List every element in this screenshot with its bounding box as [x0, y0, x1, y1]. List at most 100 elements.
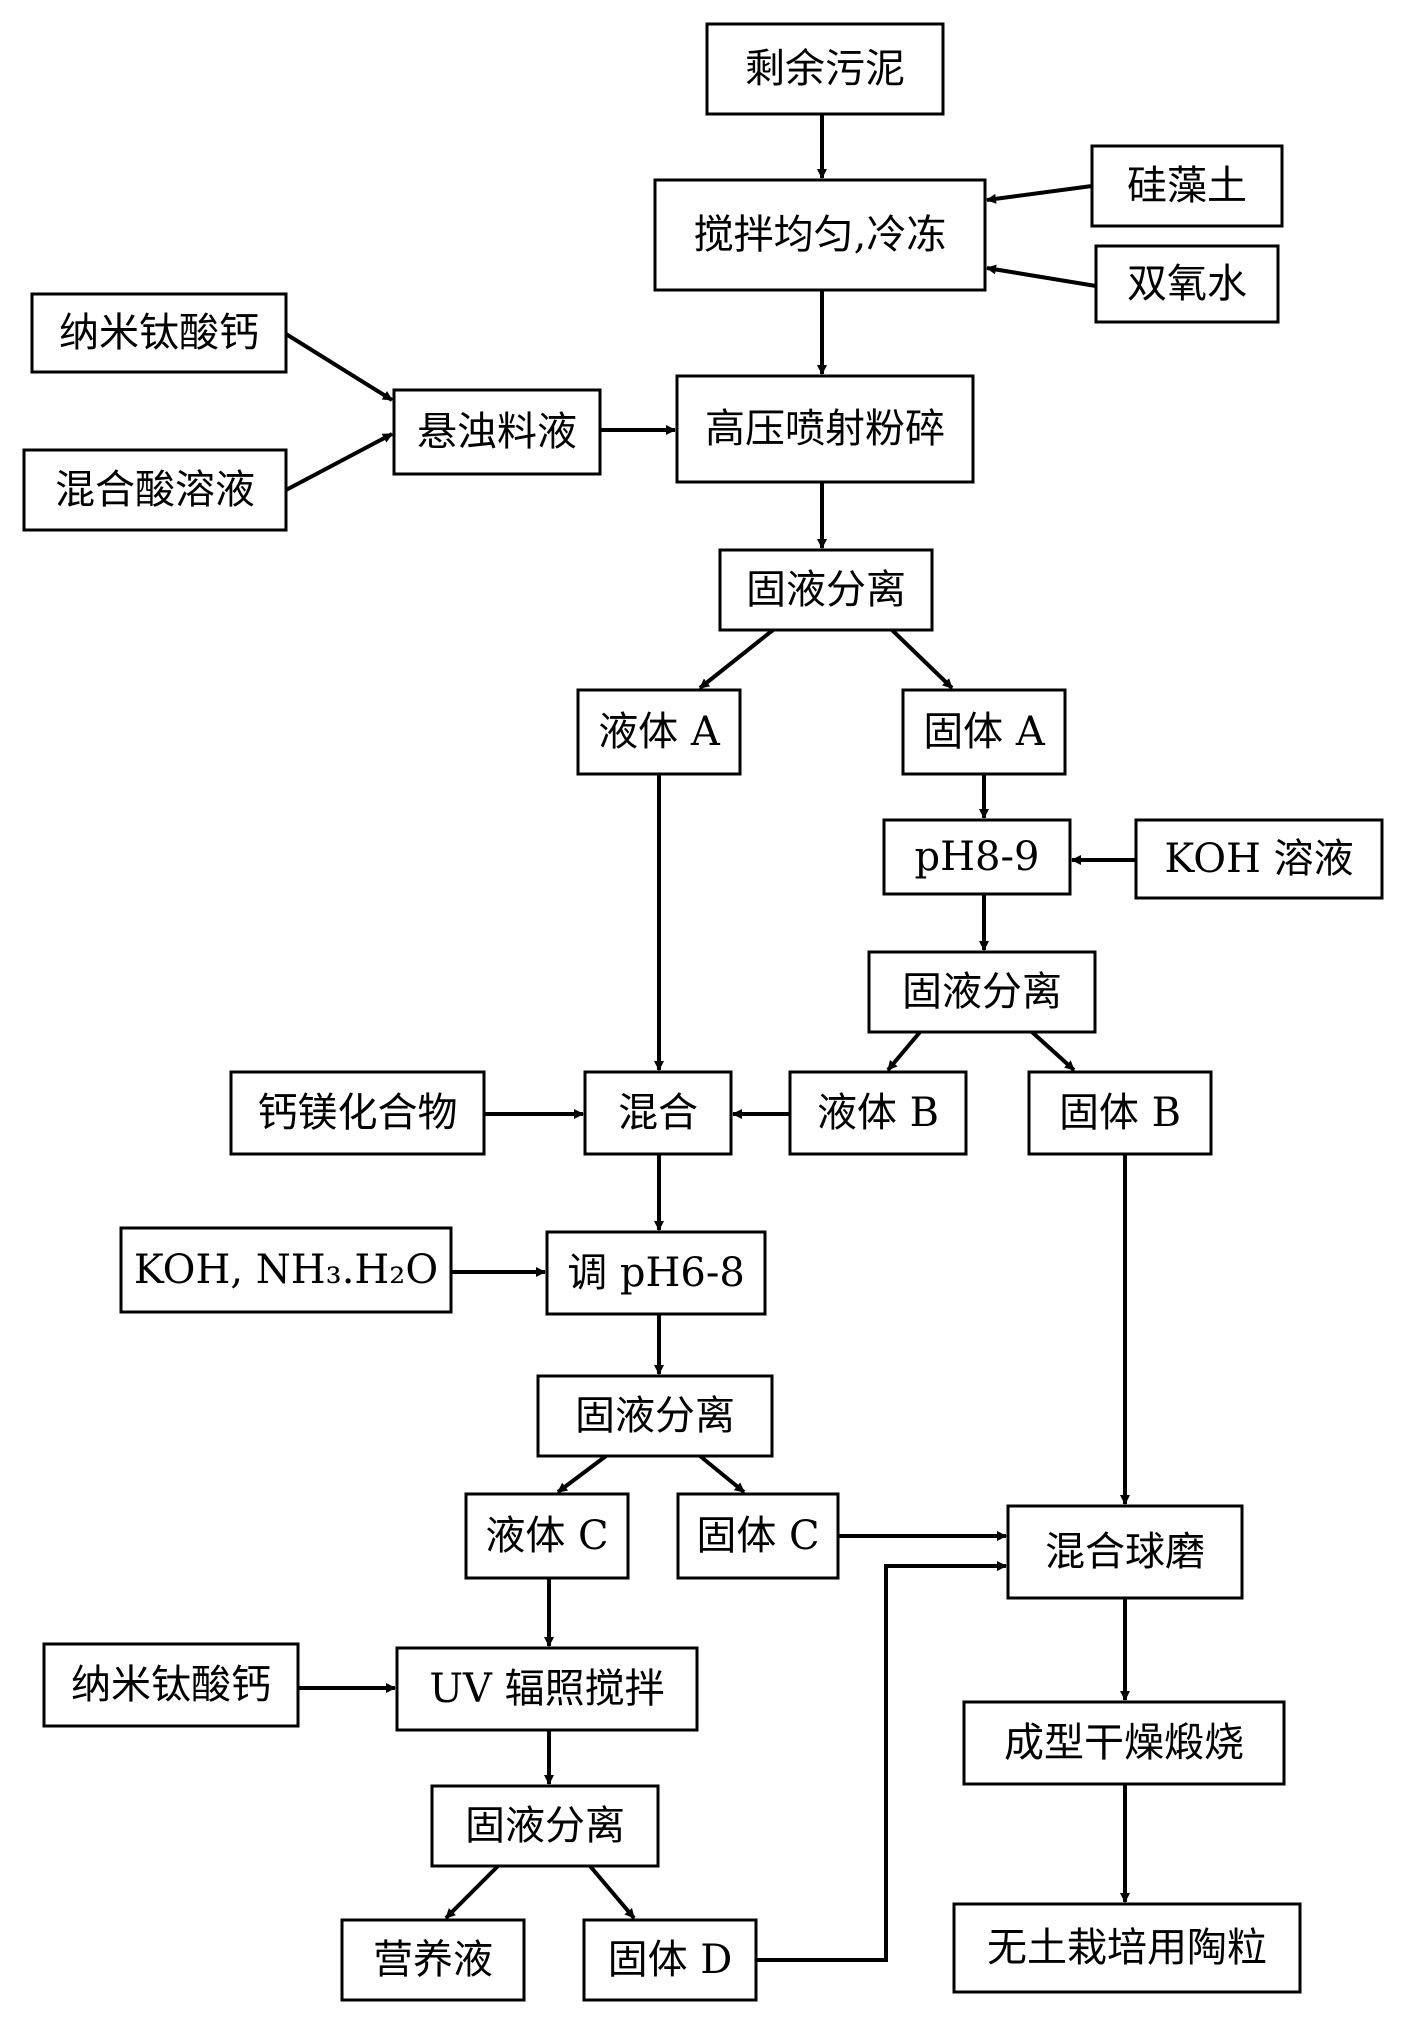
e-h2o2-stir-arrow	[986, 264, 1097, 288]
n-suspension-box: 悬浊料液	[392, 388, 602, 476]
n-stir-freeze-label: 搅拌均匀,冷冻	[694, 212, 947, 258]
n-sep-4-box: 固液分离	[430, 1784, 660, 1868]
e-sep3-liqc-arrow	[556, 1454, 608, 1494]
n-solid-b-frame	[1027, 1070, 1213, 1156]
n-solid-c-frame	[676, 1492, 840, 1580]
n-ph89-box: pH8-9	[882, 818, 1072, 896]
n-ceramsite-box: 无土栽培用陶粒	[952, 1902, 1302, 1994]
n-sep-2-box: 固液分离	[867, 950, 1097, 1034]
e-sep1-solida-arrow	[890, 628, 954, 690]
n-sludge-frame	[705, 22, 945, 116]
flow-nodes: 剩余污泥搅拌均匀,冷冻硅藻土双氧水纳米钛酸钙混合酸溶液悬浊料液高压喷射粉碎固液分…	[22, 22, 1384, 2002]
n-solid-d-label: 固体 D	[608, 1937, 733, 1983]
n-liquid-c-frame	[464, 1492, 630, 1580]
n-sep-3-label: 固液分离	[575, 1393, 735, 1439]
n-ca-mg-frame	[229, 1070, 486, 1156]
e-sep3-solidc-arrow	[698, 1454, 746, 1494]
n-ceramsite-frame	[952, 1902, 1302, 1994]
n-suspension-frame	[392, 388, 602, 476]
n-liquid-b-box: 液体 B	[788, 1070, 968, 1156]
n-h2o2-label: 双氧水	[1127, 261, 1247, 307]
n-sep-3-box: 固液分离	[536, 1374, 774, 1458]
n-diatomite-box: 硅藻土	[1090, 144, 1284, 228]
n-ball-mill-frame	[1006, 1504, 1244, 1600]
n-sludge-box: 剩余污泥	[705, 22, 945, 116]
n-sep-1-label: 固液分离	[746, 567, 906, 613]
n-nano-ca-2-label: 纳米钛酸钙	[71, 1662, 271, 1708]
n-sep-1-box: 固液分离	[718, 548, 934, 632]
n-solid-d-box: 固体 D	[582, 1918, 758, 2002]
n-adjust-ph-box: 调 pH6-8	[545, 1230, 767, 1316]
n-ca-mg-label: 钙镁化合物	[258, 1090, 458, 1136]
n-suspension-label: 悬浊料液	[417, 409, 577, 455]
n-h2o2-box: 双氧水	[1094, 244, 1280, 324]
n-solid-c-box: 固体 C	[676, 1492, 840, 1580]
n-nutrient-label: 营养液	[373, 1937, 493, 1983]
n-ca-mg-box: 钙镁化合物	[229, 1070, 486, 1156]
n-nano-ca-2-box: 纳米钛酸钙	[42, 1642, 300, 1728]
n-liquid-c-label: 液体 C	[485, 1513, 608, 1559]
n-jet-mill-frame	[675, 374, 975, 484]
n-h2o2-frame	[1094, 244, 1280, 324]
n-koh-sol-box: KOH 溶液	[1134, 818, 1384, 900]
n-mixed-acid-frame	[22, 448, 288, 532]
n-koh-sol-label: KOH 溶液	[1164, 836, 1353, 882]
e-acid-susp-arrow	[285, 432, 393, 492]
n-sludge-label: 剩余污泥	[745, 46, 905, 92]
n-liquid-c-box: 液体 C	[464, 1492, 630, 1580]
n-koh-sol-frame	[1134, 818, 1384, 900]
n-solid-a-label: 固体 A	[923, 709, 1046, 755]
n-mixed-acid-box: 混合酸溶液	[22, 448, 288, 532]
n-solid-b-box: 固体 B	[1027, 1070, 1213, 1156]
e-sep1-liqa-arrow	[698, 628, 775, 690]
n-nano-ca-1-frame	[30, 292, 288, 374]
n-mix-box: 混合	[583, 1070, 733, 1156]
n-mix-frame	[583, 1070, 733, 1156]
n-uv-box: UV 辐照搅拌	[395, 1646, 699, 1732]
n-solid-a-box: 固体 A	[901, 688, 1067, 776]
n-sep-1-frame	[718, 548, 934, 632]
n-diatomite-label: 硅藻土	[1127, 163, 1247, 209]
n-diatomite-frame	[1090, 144, 1284, 228]
n-stir-freeze-box: 搅拌均匀,冷冻	[653, 178, 987, 292]
n-ball-mill-box: 混合球磨	[1006, 1504, 1244, 1600]
n-nutrient-box: 营养液	[340, 1918, 526, 2002]
n-forming-label: 成型干燥煅烧	[1004, 1720, 1244, 1766]
n-sep-4-label: 固液分离	[465, 1803, 625, 1849]
flow-arrows	[284, 114, 1136, 1962]
n-sep-4-frame	[430, 1784, 660, 1868]
n-koh-nh3-label: KOH, NH₃.H₂O	[134, 1247, 438, 1293]
n-liquid-a-label: 液体 A	[598, 709, 721, 755]
n-ceramsite-label: 无土栽培用陶粒	[987, 1925, 1267, 1971]
n-ph89-label: pH8-9	[915, 834, 1040, 880]
n-solid-a-frame	[901, 688, 1067, 776]
n-ph89-frame	[882, 818, 1072, 896]
n-ball-mill-label: 混合球磨	[1045, 1529, 1205, 1575]
n-nutrient-frame	[340, 1918, 526, 2002]
e-solidd-ball-arrow	[756, 1561, 1007, 1962]
n-jet-mill-label: 高压喷射粉碎	[705, 406, 945, 452]
n-solid-c-label: 固体 C	[696, 1513, 819, 1559]
e-sep2-solidb-arrow	[1030, 1030, 1076, 1072]
e-diatomite-stir-arrow	[986, 184, 1093, 204]
n-forming-frame	[962, 1700, 1286, 1786]
n-uv-frame	[395, 1646, 699, 1732]
n-adjust-ph-label: 调 pH6-8	[567, 1250, 745, 1296]
n-liquid-a-frame	[576, 688, 742, 776]
e-sep4-nutrient-arrow	[444, 1864, 500, 1920]
n-solid-b-label: 固体 B	[1059, 1090, 1181, 1136]
e-sep4-solidd-arrow	[588, 1864, 636, 1920]
n-jet-mill-box: 高压喷射粉碎	[675, 374, 975, 484]
n-koh-nh3-box: KOH, NH₃.H₂O	[119, 1226, 453, 1314]
n-koh-nh3-frame	[119, 1226, 453, 1314]
n-mix-label: 混合	[618, 1090, 698, 1136]
n-liquid-a-box: 液体 A	[576, 688, 742, 776]
n-uv-label: UV 辐照搅拌	[429, 1666, 664, 1712]
e-nanoca1-susp-arrow	[284, 332, 394, 402]
n-adjust-ph-frame	[545, 1230, 767, 1316]
n-sep-2-label: 固液分离	[902, 969, 1062, 1015]
n-sep-2-frame	[867, 950, 1097, 1034]
n-liquid-b-frame	[788, 1070, 968, 1156]
n-forming-box: 成型干燥煅烧	[962, 1700, 1286, 1786]
